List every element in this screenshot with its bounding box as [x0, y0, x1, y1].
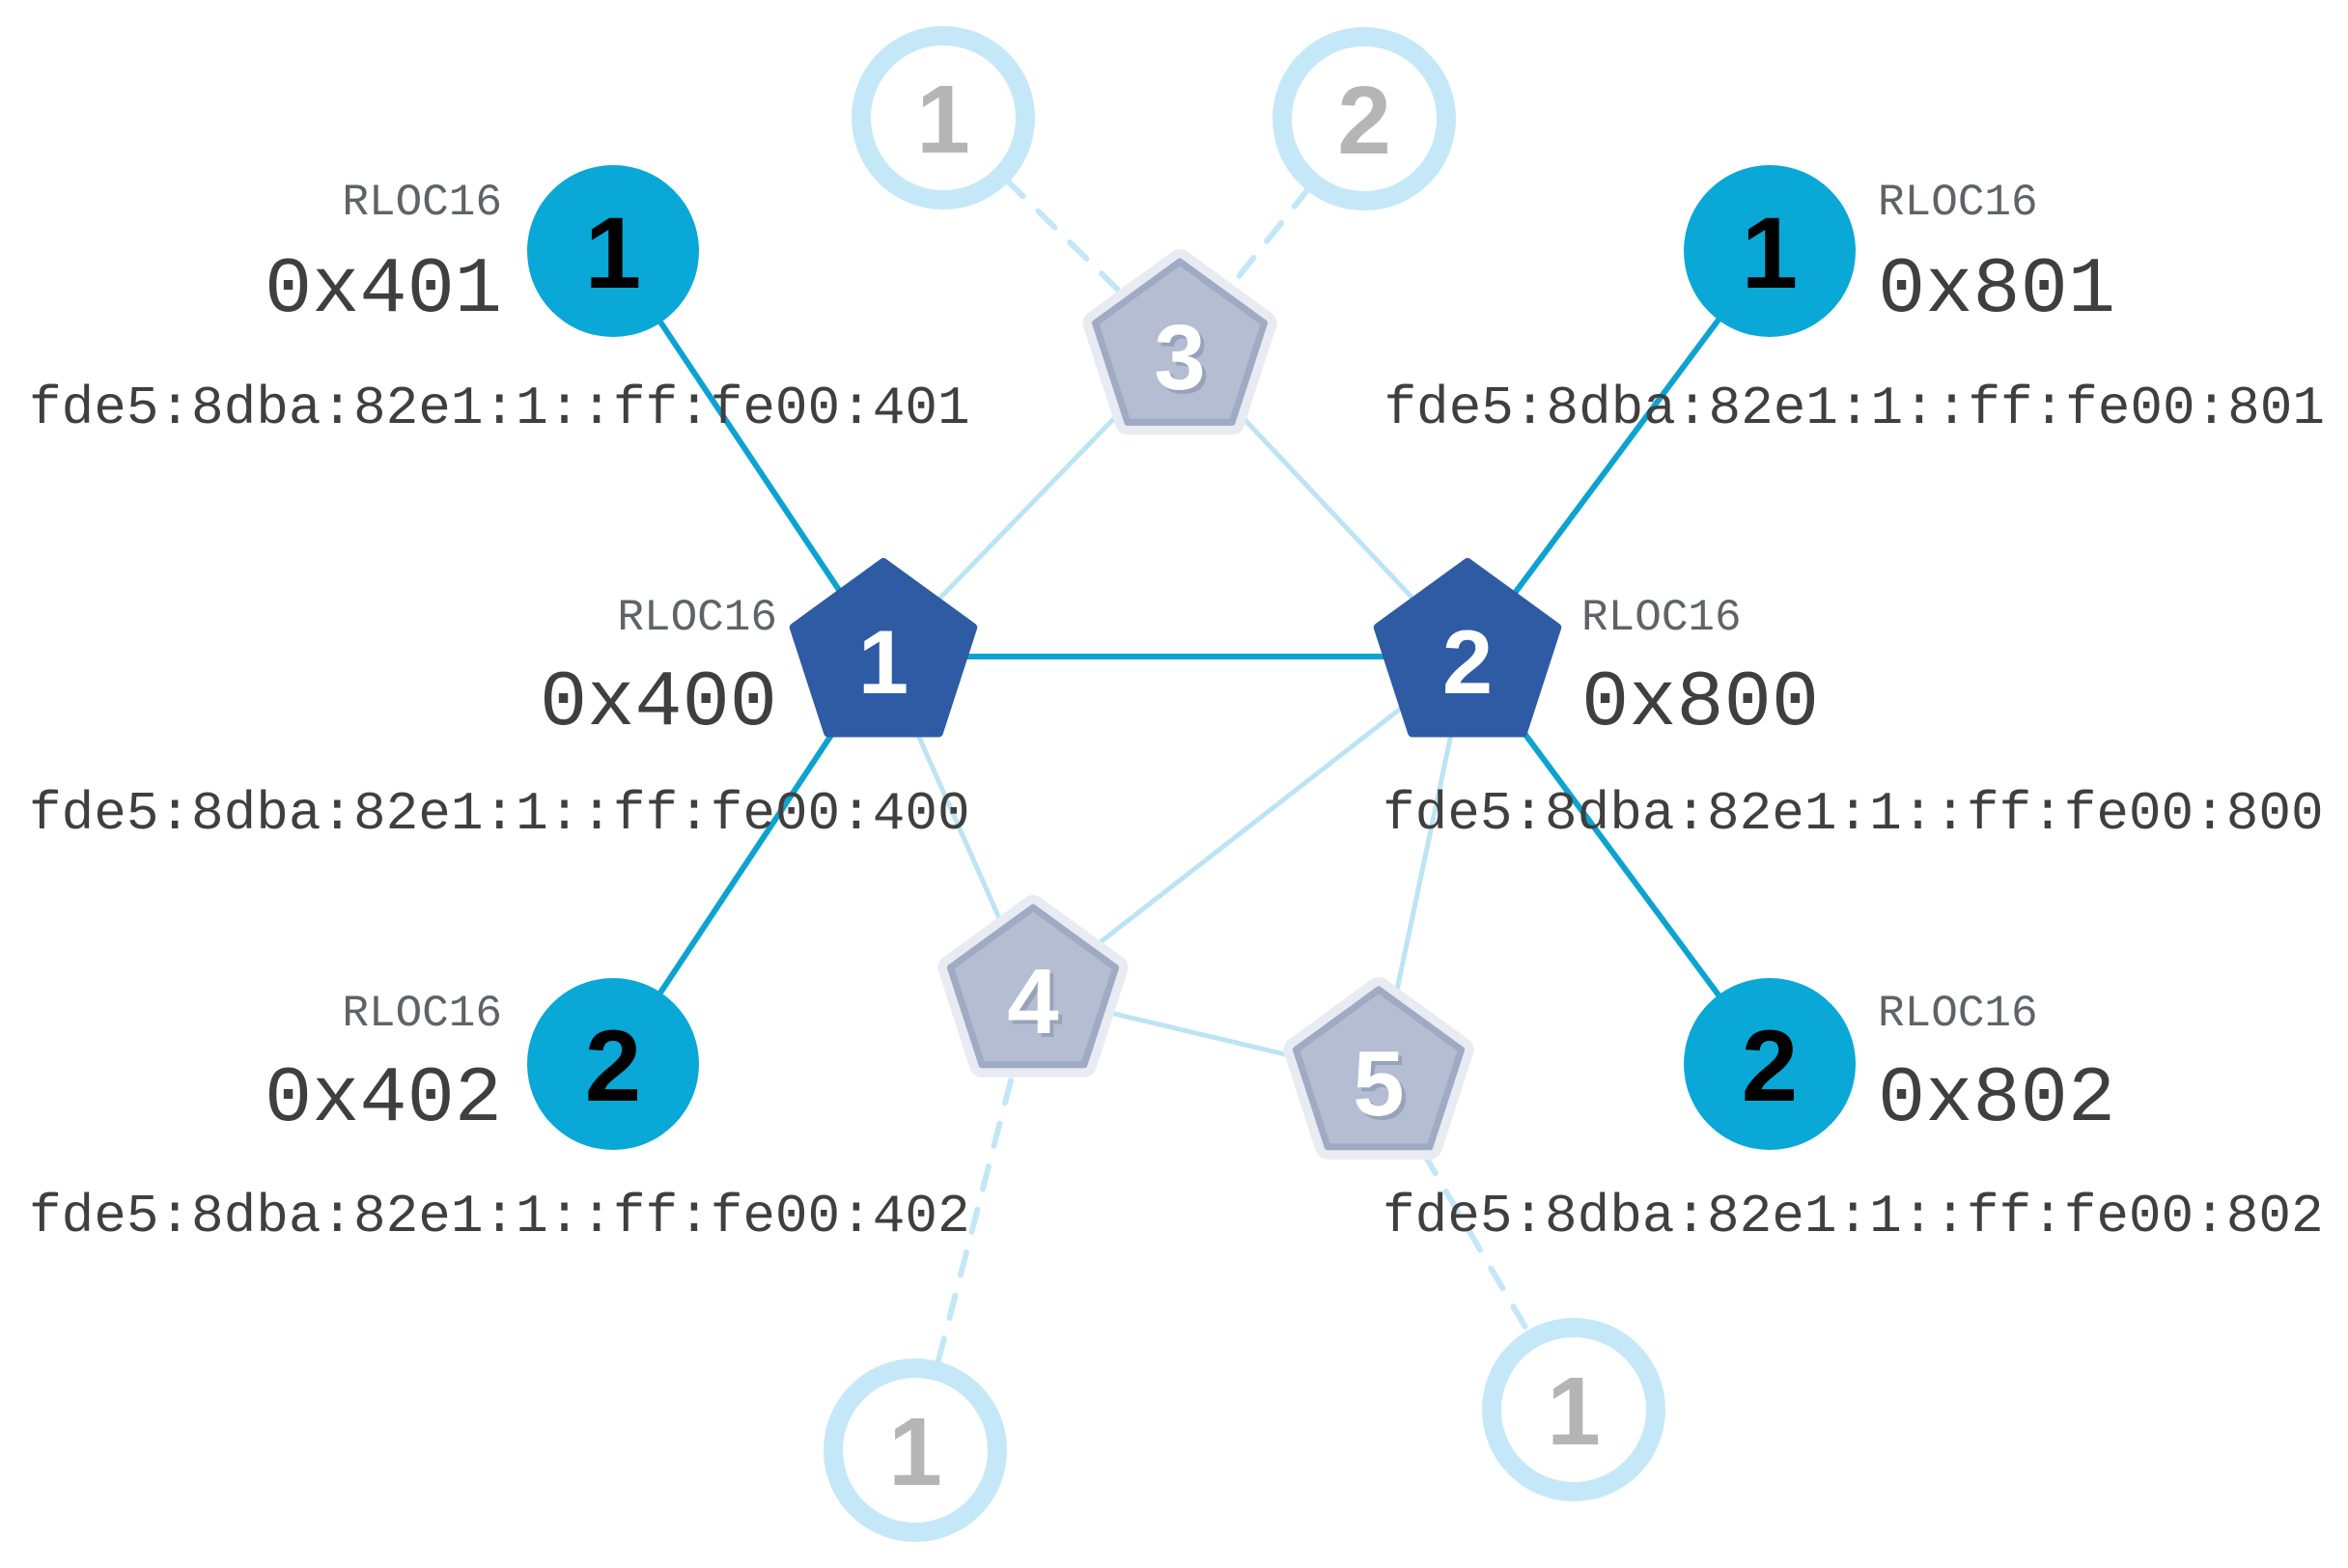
child-802-labels: RLOC16 0x802 fde5:8dba:82e1:1::ff:fe00:8…	[1383, 989, 2324, 1247]
router-4-number: 4	[1007, 950, 1058, 1053]
child-401-rloc-value: 0x401	[265, 245, 502, 335]
router-2-ipv6-address: fde5:8dba:82e1:1::ff:fe00:800	[1383, 783, 2324, 845]
inactive-child-top-2-number: 2	[1337, 67, 1391, 175]
child-402-ipv6-address: fde5:8dba:82e1:1::ff:fe00:402	[29, 1186, 970, 1247]
router-2-pentagon-icon	[1373, 558, 1562, 738]
child-801-rloc-value: 0x801	[1878, 245, 2115, 335]
child-402-rloc-label: RLOC16	[342, 989, 502, 1039]
inactive-child-bottom-left-number: 1	[888, 1398, 942, 1506]
router-5-pentagon-icon	[1292, 986, 1466, 1151]
child-402-labels: RLOC16 0x402 fde5:8dba:82e1:1::ff:fe00:4…	[29, 989, 970, 1247]
child-801-ipv6-address: fde5:8dba:82e1:1::ff:fe00:801	[1384, 378, 2325, 439]
child-802-rloc-label: RLOC16	[1878, 989, 2038, 1039]
router-4-node: 4 4	[937, 895, 1129, 1078]
router-1-labels: RLOC16 0x400 fde5:8dba:82e1:1::ff:fe00:4…	[29, 593, 970, 845]
router-4-pentagon-icon	[946, 904, 1120, 1069]
child-402-circle-icon	[527, 978, 699, 1150]
inactive-child-top-1-circle-icon	[852, 26, 1035, 210]
router-1-pentagon-icon	[789, 558, 978, 738]
inactive-child-top-1-number: 1	[916, 66, 970, 174]
child-401-ipv6-address: fde5:8dba:82e1:1::ff:fe00:401	[29, 378, 970, 439]
router-2-node: 2	[1373, 558, 1562, 738]
inactive-child-bottom-left-node: 1	[824, 1358, 1007, 1542]
router-2-rloc-value: 0x800	[1581, 658, 1819, 748]
child-401-rloc-label: RLOC16	[342, 178, 502, 228]
child-401-circle-icon	[527, 165, 699, 337]
router-1-number: 1	[858, 611, 908, 713]
router-3-number-shadow: 3	[1158, 310, 1209, 413]
child-802-rloc-value: 0x802	[1878, 1054, 2115, 1144]
child-802-number: 2	[1742, 1010, 1798, 1123]
child-802-circle-icon	[1684, 978, 1856, 1150]
child-801-labels: RLOC16 0x801 fde5:8dba:82e1:1::ff:fe00:8…	[1384, 178, 2325, 439]
router-1-ipv6-address: fde5:8dba:82e1:1::ff:fe00:400	[29, 783, 970, 845]
router-3-pentagon-icon	[1092, 258, 1268, 426]
child-402-node: 2	[527, 978, 699, 1150]
inactive-child-bottom-left-circle-icon	[824, 1358, 1007, 1542]
router-5-node: 5 5	[1283, 977, 1474, 1160]
router-5-number: 5	[1353, 1032, 1404, 1135]
child-401-node: 1	[527, 165, 699, 337]
inactive-child-top-2-circle-icon	[1272, 27, 1456, 210]
router-4-number-shadow: 4	[1011, 954, 1062, 1057]
inactive-child-top-1-node: 1	[852, 26, 1035, 210]
router-2-labels: RLOC16 0x800 fde5:8dba:82e1:1::ff:fe00:8…	[1383, 593, 2324, 845]
child-801-circle-icon	[1684, 165, 1856, 337]
child-401-labels: RLOC16 0x401 fde5:8dba:82e1:1::ff:fe00:4…	[29, 178, 970, 439]
child-801-rloc-label: RLOC16	[1878, 178, 2038, 228]
router-1-rloc-value: 0x400	[540, 658, 777, 748]
inactive-child-bottom-right-node: 1	[1482, 1318, 1665, 1501]
child-802-ipv6-address: fde5:8dba:82e1:1::ff:fe00:802	[1383, 1186, 2324, 1247]
router-2-number: 2	[1442, 611, 1493, 713]
router-1-node: 1	[789, 558, 978, 738]
router-3-node: 3 3	[1082, 249, 1277, 435]
child-801-node: 1	[1684, 165, 1856, 337]
router-3-number: 3	[1154, 306, 1205, 409]
child-401-number: 1	[585, 197, 641, 310]
inactive-child-top-2-node: 2	[1272, 27, 1456, 210]
child-402-rloc-value: 0x402	[265, 1054, 502, 1144]
router-2-rloc-label: RLOC16	[1581, 593, 1742, 643]
child-402-number: 2	[585, 1010, 641, 1123]
link-router4-bottomchild	[912, 992, 1036, 1453]
child-801-number: 1	[1742, 197, 1798, 310]
router-5-number-shadow: 5	[1356, 1036, 1408, 1139]
inactive-child-bottom-right-circle-icon	[1482, 1318, 1665, 1501]
link-router2-router4	[1031, 655, 1469, 996]
router-1-rloc-label: RLOC16	[617, 593, 777, 643]
child-802-node: 2	[1684, 978, 1856, 1150]
inactive-child-bottom-right-number: 1	[1547, 1358, 1601, 1466]
